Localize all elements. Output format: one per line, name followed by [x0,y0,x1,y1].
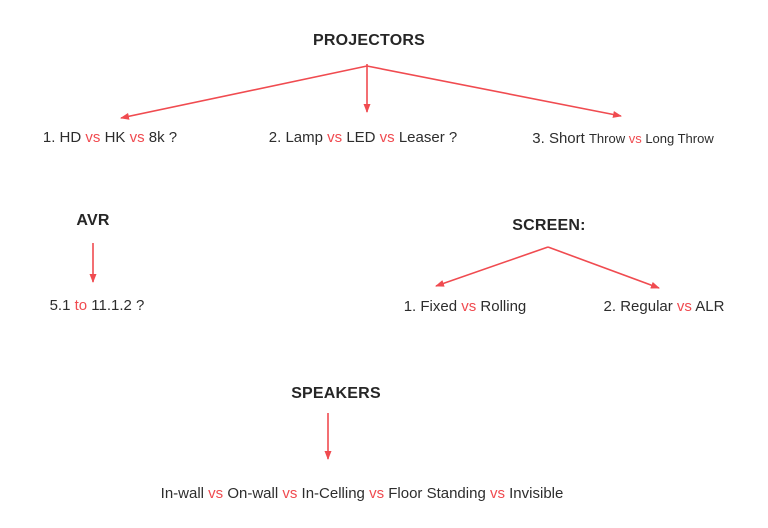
versus-text: vs [461,298,477,315]
versus-text: vs [327,129,343,146]
versus-text: vs [208,485,224,502]
versus-text: vs [282,485,298,502]
option-text: 2. Regular [603,298,677,315]
avr-option-channels: 5.1 to 11.1.2 ? [50,297,145,314]
arrow-screen-right [547,246,660,289]
versus-text: to [74,297,88,314]
versus-text: vs [379,129,395,146]
avr-title: AVR [76,212,110,229]
option-text: On-wall [223,485,283,502]
option-text: ALR [691,298,725,315]
speakers-option-types: In-wall vs On-wall vs In-Celling vs Floo… [161,485,564,502]
versus-text: vs [129,129,145,146]
option-text: Long Throw [641,131,714,146]
option-text: 8k ? [144,129,178,146]
screen-title: SCREEN: [512,217,586,234]
arrow-projectors-right [366,65,622,118]
versus-text: vs [489,485,505,502]
screen-option-mount: 1. Fixed vs Rolling [404,298,527,315]
speakers-title: SPEAKERS [291,385,381,402]
projectors-title: PROJECTORS [313,32,425,49]
option-text: 5.1 [49,297,75,314]
option-text: 1. Fixed [403,298,462,315]
arrow-screen-left [435,246,549,287]
option-text: 2. Lamp [268,129,328,146]
option-text: Invisible [504,485,564,502]
option-text: LED [342,129,380,146]
option-text: In-wall [160,485,209,502]
projectors-option-light-source: 2. Lamp vs LED vs Leaser ? [269,129,457,146]
projectors-option-throw: 3. Short Throw vs Long Throw [532,130,713,147]
option-text: Rolling [476,298,527,315]
option-text: 3. Short [532,130,589,147]
arrow-projectors-left [120,65,368,120]
option-text: HK [100,129,130,146]
option-text: Leaser ? [394,129,458,146]
option-text: Throw [588,131,629,146]
versus-text: vs [369,485,385,502]
option-text: In-Celling [297,485,370,502]
versus-text: vs [85,129,101,146]
screen-option-material: 2. Regular vs ALR [604,298,725,315]
versus-text: vs [676,298,692,315]
option-text: 11.1.2 ? [87,297,145,314]
projectors-option-resolution: 1. HD vs HK vs 8k ? [43,129,177,146]
option-text: 1. HD [42,129,86,146]
option-text: Floor Standing [384,485,490,502]
versus-text: vs [628,131,642,146]
